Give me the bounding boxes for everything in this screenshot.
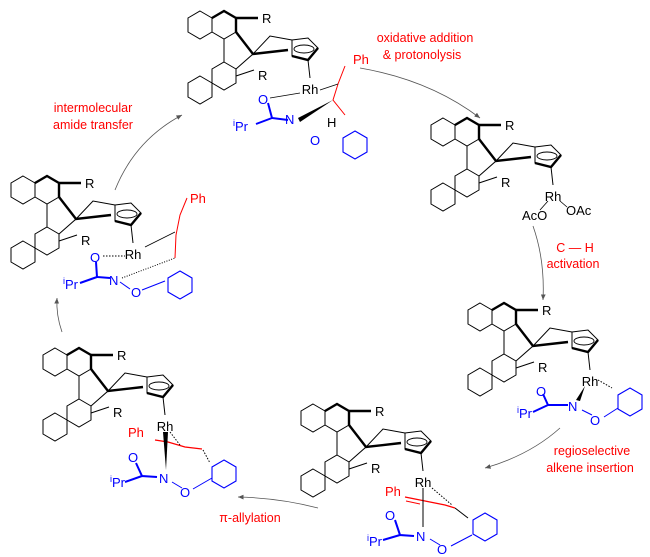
r-label: R xyxy=(258,68,267,83)
complex-insertion: R R Rh xyxy=(299,402,433,499)
ipr-label: iPr xyxy=(110,474,126,490)
o-label: O xyxy=(131,285,141,300)
ipr-label: iPr xyxy=(517,405,533,421)
ligand-insertion: Ph O iPr N O xyxy=(367,484,498,557)
o-label: O xyxy=(128,450,138,465)
o-label: O xyxy=(385,508,395,523)
step-ch-line1: C — H xyxy=(556,241,594,255)
r-label: R xyxy=(375,404,384,419)
n-label: N xyxy=(568,399,577,414)
r-label: R xyxy=(505,118,514,133)
step-ch-line2: activation xyxy=(547,257,600,271)
ph-label: Ph xyxy=(128,425,144,440)
r-label: R xyxy=(113,405,122,420)
step-oxidative-line2: & protonolysis xyxy=(383,48,462,62)
ipr-label: iPr xyxy=(367,533,383,549)
r-label: R xyxy=(501,175,510,190)
r-label: R xyxy=(81,233,90,248)
ligand-amide-transfer: Ph O iPr N O xyxy=(63,191,206,300)
n-label: N xyxy=(285,112,294,127)
r-label: R xyxy=(538,360,547,375)
r-label: R xyxy=(117,348,126,363)
ph-label: Ph xyxy=(353,52,369,67)
step-oxidative-line1: oxidative addition xyxy=(377,31,474,45)
step-amide-line2: amide transfer xyxy=(53,118,133,132)
ipr-label: iPr xyxy=(233,118,249,134)
o-label: O xyxy=(437,542,447,557)
complex-amide-transfer: R R Rh xyxy=(9,174,143,271)
o-label: O xyxy=(90,250,100,265)
complex-top: R R Rh xyxy=(186,9,320,106)
arrow-pi-allylation xyxy=(237,494,319,509)
rh-label: Rh xyxy=(582,374,599,389)
r-label: R xyxy=(262,11,271,26)
o-label: O xyxy=(536,384,546,399)
arrow-ch-activation xyxy=(532,225,546,301)
rh-label: Rh xyxy=(415,475,432,490)
r-label: R xyxy=(85,176,94,191)
arrow-to-amide-transfer xyxy=(54,297,63,333)
h-label: H xyxy=(327,115,336,130)
arrow-amide-transfer xyxy=(114,114,183,191)
rh-label: Rh xyxy=(302,82,319,97)
complex-rh-oac: R R Rh xyxy=(429,116,563,213)
rh-label: Rh xyxy=(125,247,142,262)
o-label: O xyxy=(590,413,600,428)
ligand-rhodacycle: O iPr N O xyxy=(517,379,643,428)
o-label: O xyxy=(258,92,268,107)
step-insertion-line1: regioselective xyxy=(554,444,630,458)
ph-label: Ph xyxy=(190,191,206,206)
arrow-oxidative-addition xyxy=(359,67,481,119)
complex-rhodacycle: R R Rh xyxy=(466,301,600,398)
n-label: N xyxy=(416,529,425,544)
o-label: O xyxy=(180,485,190,500)
oac-label: OAc xyxy=(566,203,592,218)
r-label: R xyxy=(371,461,380,476)
ph-label: Ph xyxy=(385,484,401,499)
aco-label: AcO xyxy=(522,208,547,223)
ipr-label: iPr xyxy=(63,276,79,292)
complex-allyl: R R Rh xyxy=(41,346,175,443)
r-label: R xyxy=(542,303,551,318)
step-amide-line1: intermolecular xyxy=(54,101,133,115)
step-allylation: π-allylation xyxy=(219,511,280,525)
rh-label: Rh xyxy=(545,189,562,204)
ligand-oac: AcO OAc xyxy=(522,200,592,223)
n-label: N xyxy=(159,471,168,486)
ligand-allyl: Ph O iPr N O xyxy=(110,425,237,500)
step-insertion-line2: alkene insertion xyxy=(546,461,634,475)
ligand-top: Ph O iPr N H O xyxy=(233,52,369,160)
arrow-alkene-insertion xyxy=(484,427,561,469)
rh-label: Rh xyxy=(157,419,174,434)
n-label: N xyxy=(109,273,118,288)
o-label: O xyxy=(310,133,320,148)
